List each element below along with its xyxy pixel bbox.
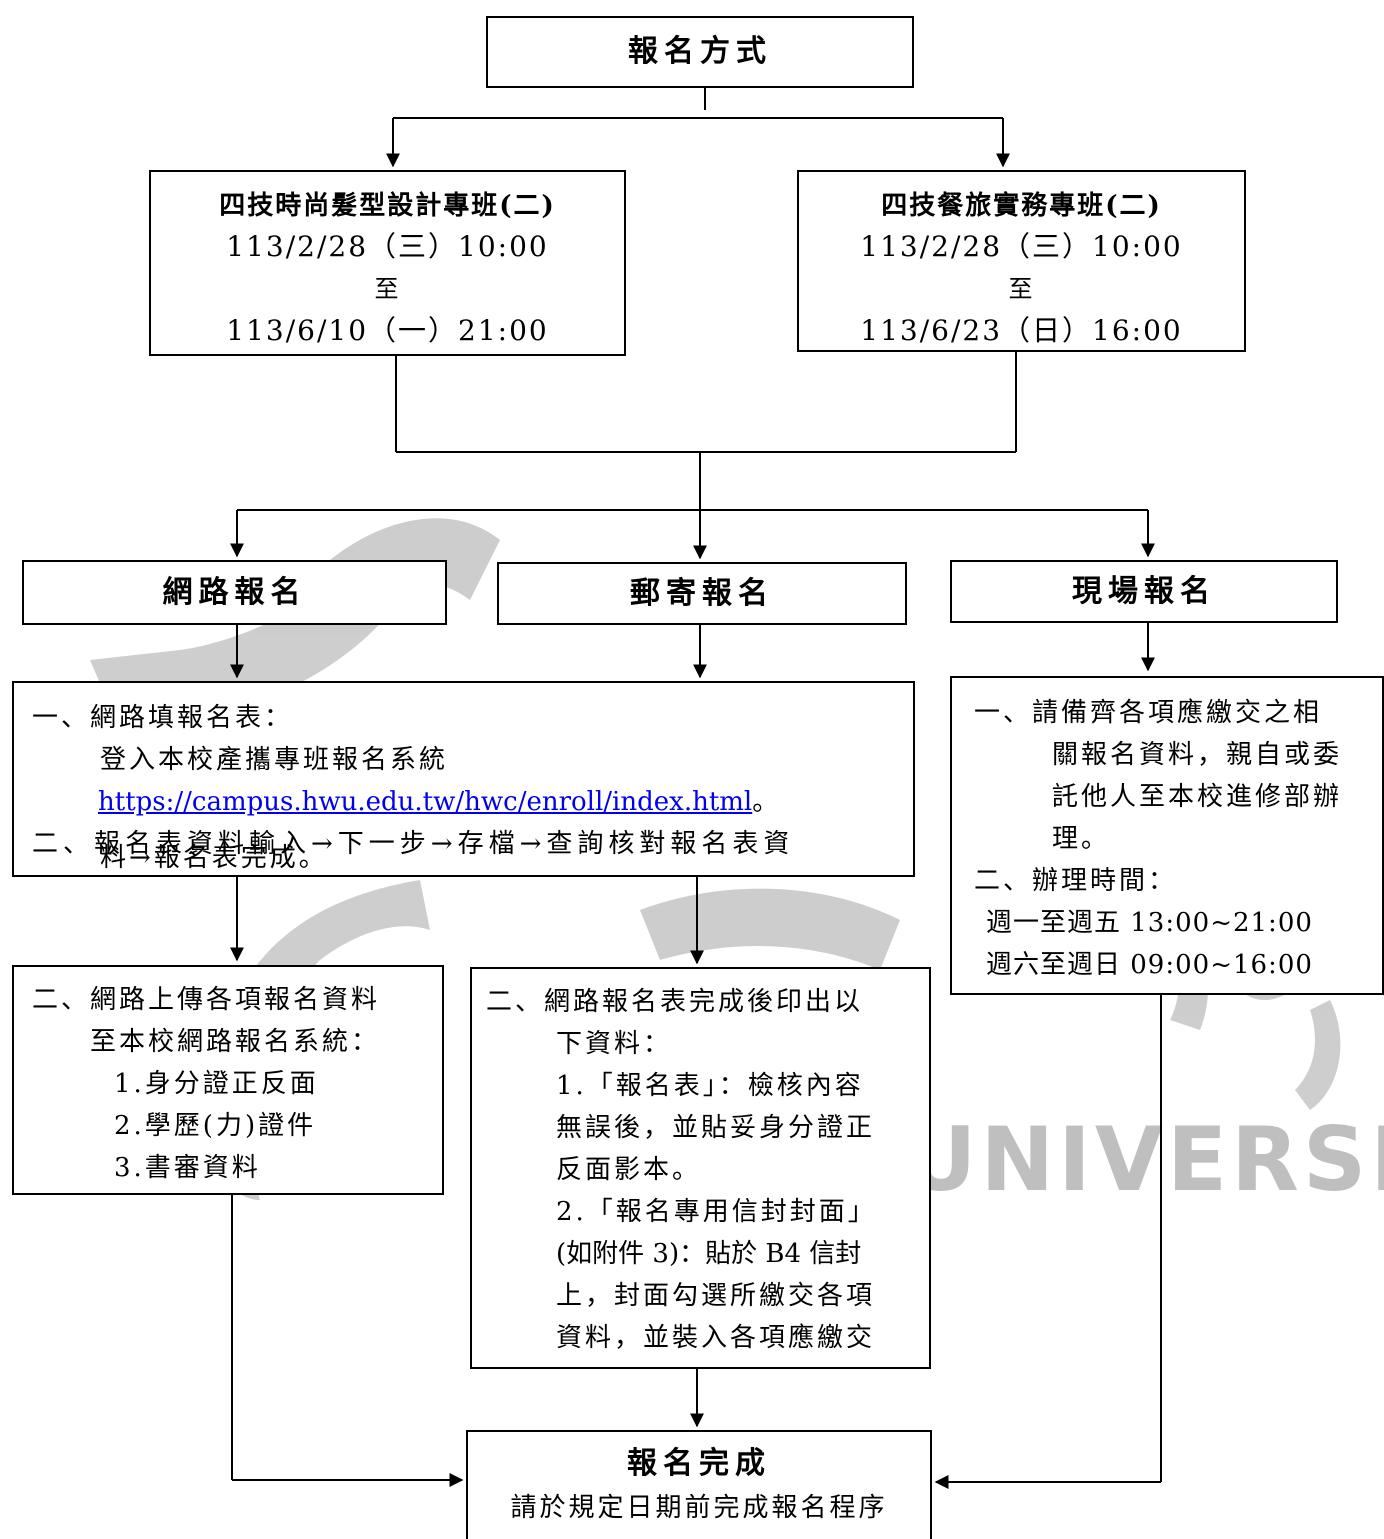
step-heading: 二、網路報名表完成後印出以 <box>486 987 864 1017</box>
upload-item: 1.身分證正反面 <box>114 1069 319 1099</box>
step-text: 上，封面勾選所繳交各項 <box>556 1281 876 1311</box>
method-online-label: 網路報名 <box>162 575 307 610</box>
step-text: 反面影本。 <box>556 1155 702 1185</box>
step-heading: 一、請備齊各項應繳交之相 <box>974 698 1323 728</box>
program-to: 至 <box>1008 275 1035 303</box>
watermark-text: UNIVERSITY <box>905 1108 1384 1211</box>
complete-note: 請於規定日期前完成報名程序 <box>510 1493 888 1523</box>
step-text: 料→報名表完成。 <box>100 843 328 873</box>
program-name: 四技時尚髮型設計專班(二) <box>219 191 556 221</box>
step-text: 下資料： <box>556 1029 673 1059</box>
registration-method-title: 報名方式 <box>628 34 772 69</box>
complete-title: 報名完成 <box>627 1446 771 1481</box>
step-text: 1.「報名表」：檢核內容 <box>556 1071 864 1101</box>
program-box-hair: 四技時尚髮型設計專班(二) 113/2/28（三）10:00 至 113/6/1… <box>149 170 626 356</box>
step-heading: 二、報名表資料輸入→下一步→存檔→查詢核對報名表資 <box>32 829 795 859</box>
mail-print-box: 二、網路報名表完成後印出以 下資料： 1.「報名表」：檢核內容 無誤後，並貼妥身… <box>470 967 931 1369</box>
step-text: 至本校網路報名系統： <box>90 1027 381 1057</box>
online-fill-form-box: 一、網路填報名表： 登入本校產攜專班報名系統 https://campus.hw… <box>12 681 915 877</box>
program-start: 113/2/28（三）10:00 <box>860 230 1183 263</box>
method-mail-label: 郵寄報名 <box>630 576 774 611</box>
registration-link-line: https://campus.hwu.edu.tw/hwc/enroll/ind… <box>98 781 778 823</box>
step-heading: 二、網路上傳各項報名資料 <box>32 985 381 1015</box>
program-box-hospitality: 四技餐旅實務專班(二) 113/2/28（三）10:00 至 113/6/23（… <box>797 170 1246 352</box>
step-text: 託他人至本校進修部辦 <box>1052 782 1343 812</box>
program-to: 至 <box>374 275 401 303</box>
upload-item: 2.學歷(力)證件 <box>114 1111 317 1141</box>
online-upload-box: 二、網路上傳各項報名資料 至本校網路報名系統： 1.身分證正反面 2.學歷(力)… <box>12 965 444 1195</box>
step-text: 資料，並裝入各項應繳交 <box>556 1323 876 1353</box>
step-heading: 二、辦理時間： <box>974 866 1178 896</box>
program-start: 113/2/28（三）10:00 <box>226 230 549 263</box>
step-text: 關報名資料，親自或委 <box>1052 740 1343 770</box>
office-hours: 週六至週日 09:00~16:00 <box>986 950 1313 980</box>
method-mail-box: 郵寄報名 <box>497 562 907 625</box>
program-name: 四技餐旅實務專班(二) <box>881 191 1162 221</box>
registration-complete-box: 報名完成 請於規定日期前完成報名程序 <box>466 1430 932 1539</box>
link-tail: 。 <box>752 787 779 817</box>
step-text: 理。 <box>1052 824 1111 854</box>
onsite-info-box: 一、請備齊各項應繳交之相 關報名資料，親自或委 託他人至本校進修部辦 理。 二、… <box>950 676 1384 995</box>
method-onsite-box: 現場報名 <box>950 560 1338 623</box>
registration-method-box: 報名方式 <box>486 16 914 88</box>
step-heading: 一、網路填報名表： <box>32 703 294 733</box>
method-onsite-label: 現場報名 <box>1072 574 1216 609</box>
step-text: 無誤後，並貼妥身分證正 <box>556 1113 876 1143</box>
program-end: 113/6/10（一）21:00 <box>226 314 549 347</box>
step-text: (如附件 3)：貼於 B4 信封 <box>556 1239 862 1269</box>
registration-system-link[interactable]: https://campus.hwu.edu.tw/hwc/enroll/ind… <box>98 787 753 817</box>
office-hours: 週一至週五 13:00~21:00 <box>986 908 1313 938</box>
upload-item: 3.書審資料 <box>114 1153 261 1183</box>
step-text: 2.「報名專用信封封面」 <box>556 1197 877 1227</box>
method-online-box: 網路報名 <box>22 560 447 625</box>
program-end: 113/6/23（日）16:00 <box>860 314 1183 347</box>
step-text: 登入本校產攜專班報名系統 <box>100 745 449 775</box>
